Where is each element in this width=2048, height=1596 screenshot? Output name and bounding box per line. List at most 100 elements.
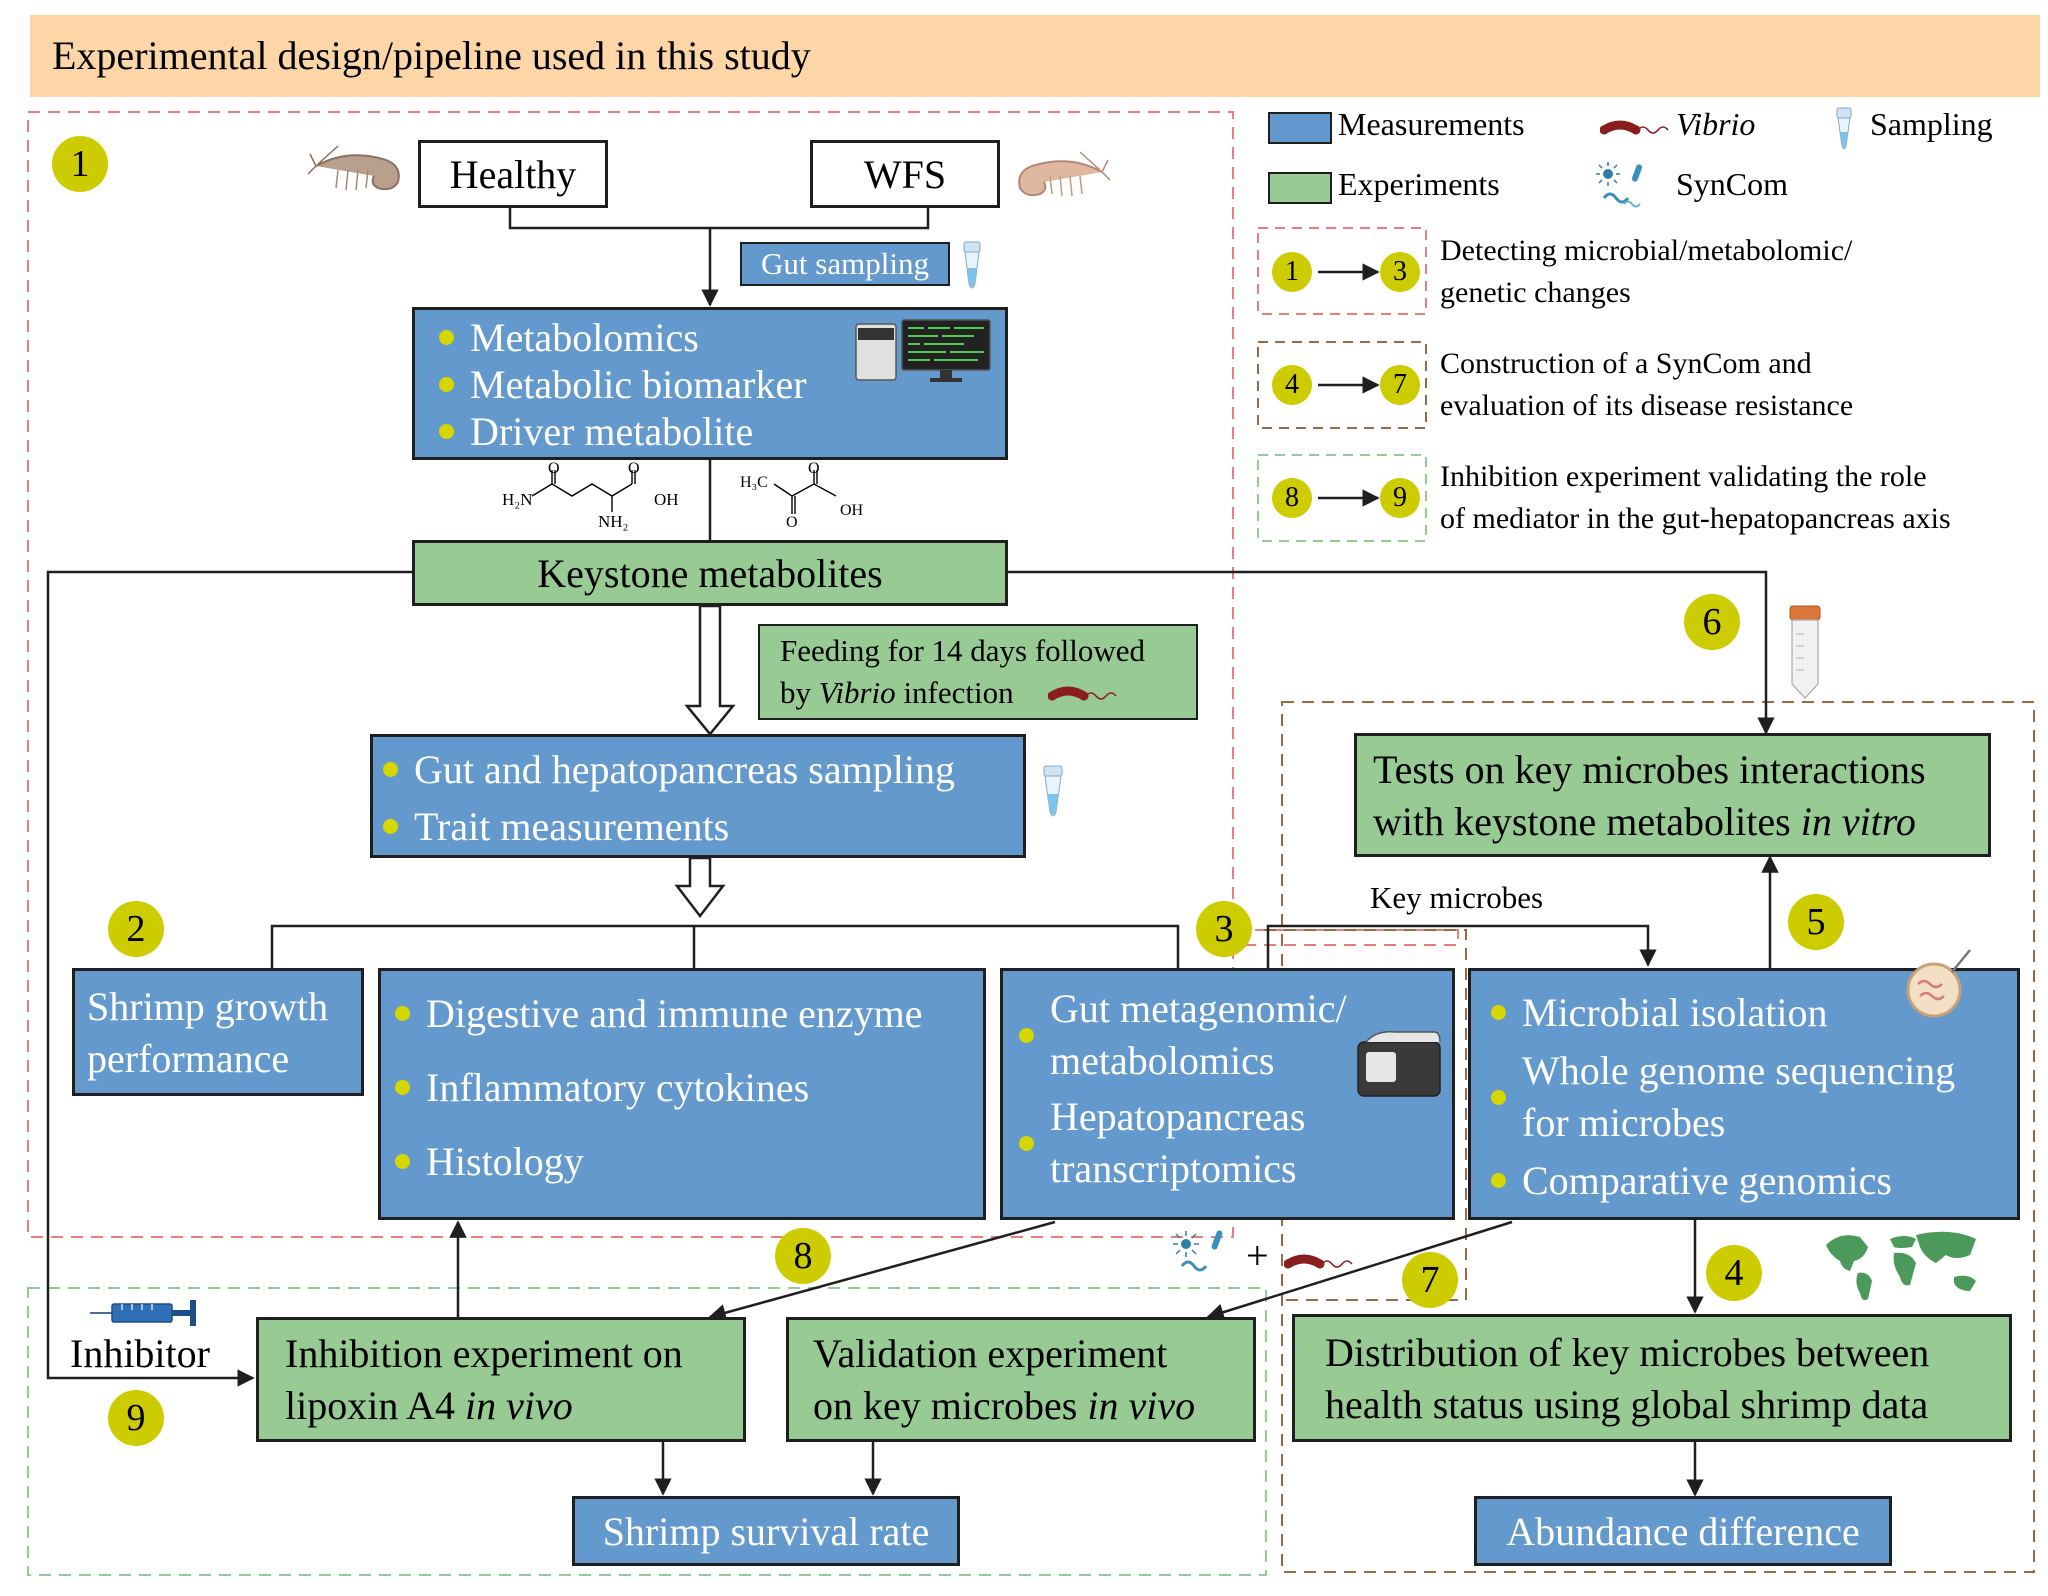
shrimp-icon — [1018, 151, 1110, 197]
enzyme-item: Digestive and immune enzyme — [426, 991, 923, 1036]
feeding-pre: by — [780, 675, 819, 710]
bullet-dot — [395, 1154, 410, 1170]
inhibition-line2-em: in vivo — [465, 1383, 573, 1428]
abundance-difference-box: Abundance difference — [1474, 1496, 1892, 1566]
meta-a2: metabolomics — [1050, 1038, 1275, 1083]
sampling-tube-icon — [1836, 107, 1852, 150]
sampling-tube-icon — [1043, 765, 1063, 817]
vibrio-icon — [1284, 1254, 1353, 1269]
gut-hepatopancreas-sampling-box: Gut and hepatopancreas sampling Trait me… — [370, 734, 1026, 858]
shrimp-growth-box: Shrimp growth performance — [72, 968, 364, 1096]
legend-measurements-label: Measurements — [1338, 106, 1525, 142]
badge-6: 6 — [1684, 594, 1740, 650]
bullet-dot — [395, 1080, 410, 1096]
chem-label: OH — [654, 490, 679, 509]
legend-vibrio-label: Vibrio — [1676, 106, 1756, 142]
bullet-dot — [1491, 1005, 1506, 1021]
meta-a1: Gut metagenomic/ — [1050, 986, 1347, 1031]
syncom-icon — [1596, 162, 1643, 208]
feeding-box: Feeding for 14 days followed by Vibrio i… — [758, 624, 1198, 720]
badge-5: 5 — [1788, 894, 1844, 950]
chem-label: H₂N — [502, 490, 533, 509]
histology-item: Histology — [426, 1139, 584, 1184]
comparative-genomics-item: Comparative genomics — [1522, 1158, 1892, 1203]
distribution-line1: Distribution of key microbes between — [1325, 1330, 1930, 1375]
syncom-icon — [1173, 1230, 1223, 1272]
bullet-dot — [1491, 1173, 1506, 1189]
feeding-post: infection — [895, 675, 1014, 710]
wgs-line1: Whole genome sequencing — [1522, 1048, 1956, 1093]
keystone-metabolites-box: Keystone metabolites — [412, 540, 1008, 606]
legend-phase-1-text: Detecting microbial/metabolomic/genetic … — [1440, 234, 1853, 309]
section-1-3-frame — [27, 111, 1234, 1238]
group-healthy: Healthy — [418, 140, 608, 208]
sampling-tube-icon — [963, 241, 981, 289]
plus-sign: + — [1246, 1233, 1269, 1278]
group-wfs: WFS — [810, 140, 1000, 208]
legend-phase-3-text: Inhibition experiment validating the rol… — [1440, 460, 1951, 535]
chem-label: O — [628, 460, 640, 477]
growth-line2: performance — [87, 1036, 290, 1081]
wgs-line2: for microbes — [1522, 1100, 1726, 1145]
legend-sampling-label: Sampling — [1870, 106, 1993, 142]
inhibition-experiment-box: Inhibition experiment on lipoxin A4 in v… — [256, 1317, 746, 1442]
vibrio-icon — [1048, 686, 1117, 701]
distribution-box: Distribution of key microbes between hea… — [1292, 1314, 2012, 1442]
legend-badge-8: 8 — [1272, 478, 1312, 518]
legend-badge-9: 9 — [1380, 478, 1420, 518]
chem-label: O — [786, 514, 798, 531]
sampling-item: Gut and hepatopancreas sampling — [414, 747, 955, 792]
inhibition-line1: Inhibition experiment on — [285, 1331, 683, 1376]
bullet-dot — [1019, 1027, 1034, 1043]
glutamine-structure-icon — [531, 470, 636, 512]
legend-badge-7: 7 — [1380, 365, 1420, 405]
bullet-dot — [383, 762, 398, 778]
badge-4: 4 — [1706, 1245, 1762, 1301]
feeding-line1: Feeding for 14 days followed — [780, 633, 1146, 668]
tests-line2-pre: with keystone metabolites — [1373, 799, 1801, 844]
chem-label: O — [808, 460, 820, 477]
pyruvate-structure-icon — [773, 470, 837, 514]
world-map-icon — [1826, 1231, 1976, 1301]
metabolomics-item: Metabolomics — [470, 315, 699, 360]
syringe-icon — [90, 1300, 196, 1326]
mass-spectrometer-icon — [855, 319, 991, 382]
badge-8: 8 — [775, 1228, 831, 1284]
shrimp-icon — [308, 145, 400, 191]
microbial-isolation-item: Microbial isolation — [1522, 990, 1828, 1035]
cytokines-item: Inflammatory cytokines — [426, 1065, 810, 1110]
meta-b1: Hepatopancreas — [1050, 1094, 1306, 1139]
distribution-line2: health status using global shrimp data — [1325, 1382, 1929, 1427]
badge-9: 9 — [108, 1390, 164, 1446]
gut-sampling-label: Gut sampling — [740, 242, 950, 286]
petri-dish-icon — [1906, 949, 1971, 1018]
key-microbes-label: Key microbes — [1370, 880, 1544, 915]
tests-line1: Tests on key microbes interactions — [1373, 747, 1926, 792]
page-title: Experimental design/pipeline used in thi… — [30, 15, 2040, 97]
bullet-dot — [439, 377, 454, 393]
shrimp-survival-rate-box: Shrimp survival rate — [572, 1496, 960, 1566]
driver-metabolite-item: Driver metabolite — [470, 409, 754, 454]
bullet-dot — [1019, 1135, 1034, 1151]
section-7-frame — [1264, 929, 1467, 1301]
legend-syncom-label: SynCom — [1676, 166, 1789, 202]
tests-in-vitro-box: Tests on key microbes interactions with … — [1354, 733, 1991, 857]
inhibitor-label: Inhibitor — [70, 1331, 210, 1376]
bullet-dot — [1491, 1089, 1506, 1105]
metabolic-biomarker-item: Metabolic biomarker — [470, 362, 807, 407]
badge-2: 2 — [108, 901, 164, 957]
tests-line2-em: in vitro — [1800, 799, 1916, 844]
bullet-dot — [439, 424, 454, 440]
growth-line1: Shrimp growth — [87, 984, 329, 1029]
chem-label: OH — [840, 502, 864, 519]
chem-label: NH₂ — [598, 512, 629, 531]
legend-measurements-swatch — [1268, 112, 1332, 144]
badge-1: 1 — [52, 136, 108, 192]
validation-experiment-box: Validation experiment on key microbes in… — [786, 1317, 1256, 1442]
badge-3: 3 — [1196, 901, 1252, 957]
inhibition-line2-pre: lipoxin A4 — [285, 1383, 466, 1428]
chem-label: H₃C — [740, 474, 768, 491]
bullet-dot — [395, 1006, 410, 1022]
